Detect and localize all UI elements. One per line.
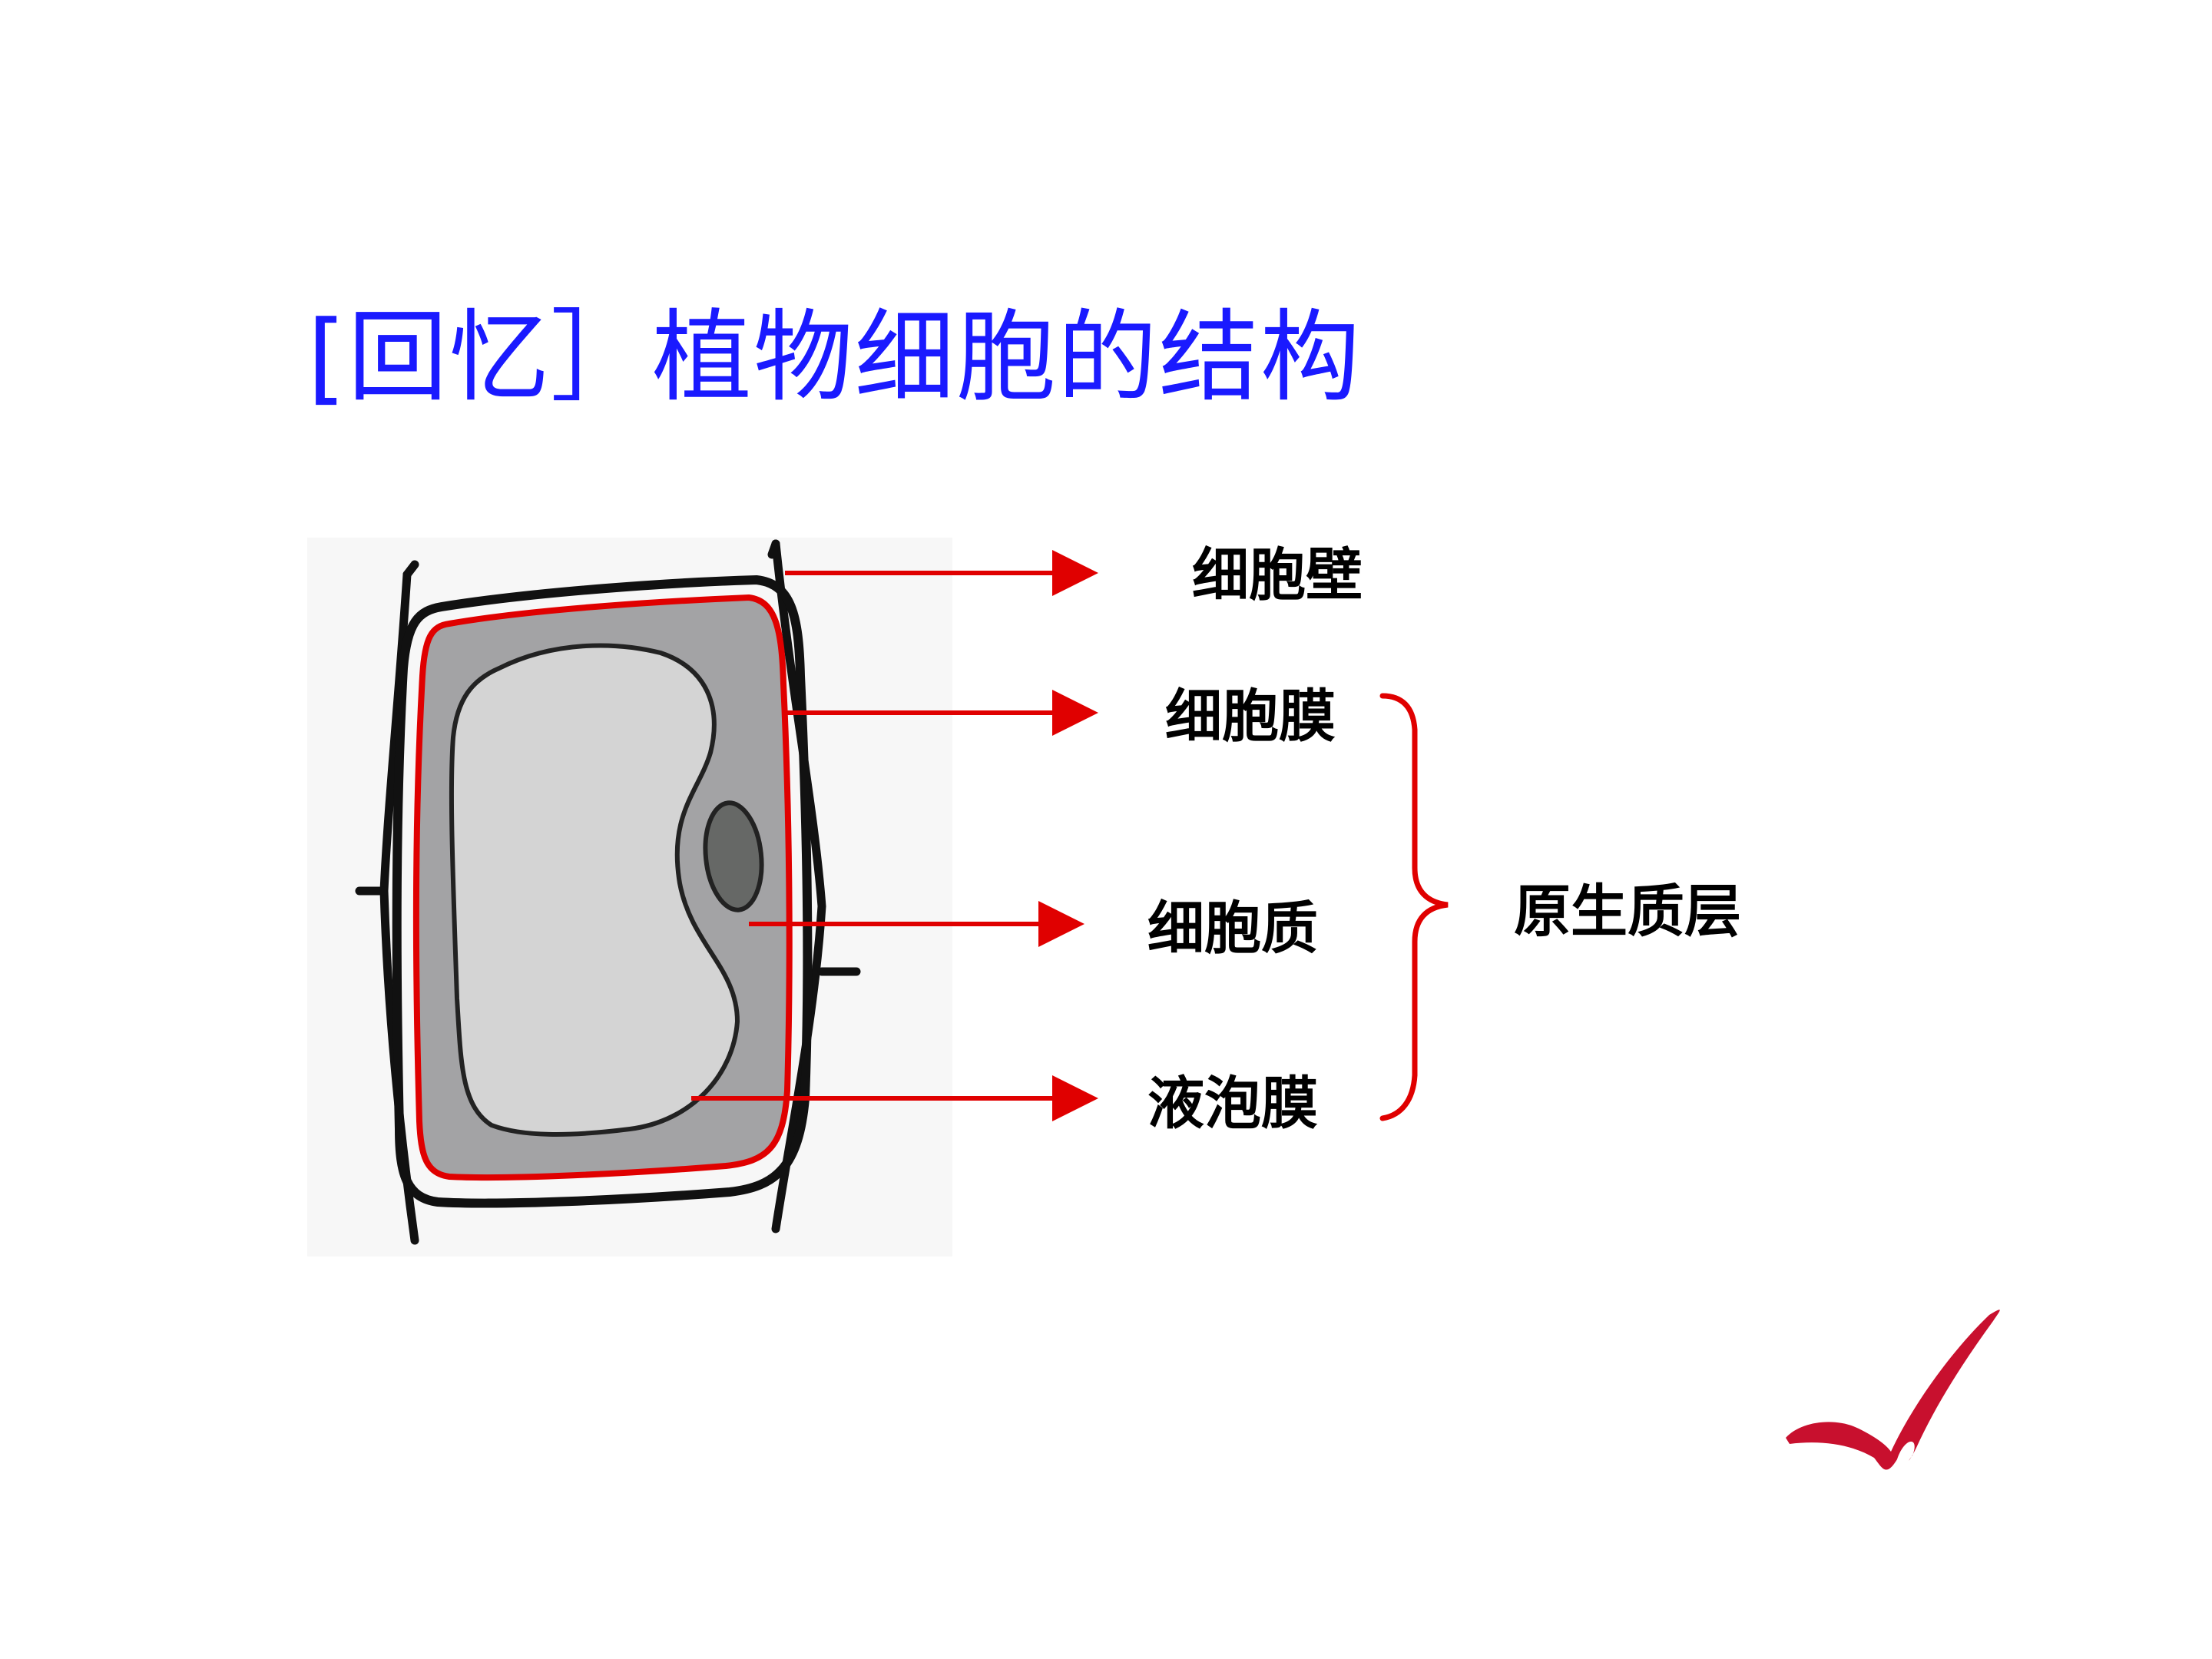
- label-cytoplasm: 细胞质: [1147, 896, 1318, 962]
- checkmark-icon: [1786, 1310, 2000, 1470]
- label-cell-membrane: 细胞膜: [1165, 684, 1336, 750]
- pointer-arrows: [691, 550, 1098, 1121]
- cell-wall: [392, 575, 813, 1208]
- page-title: [回忆］植物细胞的结构: [307, 299, 1362, 416]
- label-protoplast-layer: 原生质层: [1514, 879, 1741, 945]
- label-cell-wall: 细胞壁: [1192, 542, 1363, 608]
- label-vacuole-membrane: 液泡膜: [1147, 1071, 1318, 1137]
- protoplast-brace: [1379, 693, 1449, 1121]
- nucleus: [703, 800, 764, 912]
- central-vacuole: [449, 643, 740, 1137]
